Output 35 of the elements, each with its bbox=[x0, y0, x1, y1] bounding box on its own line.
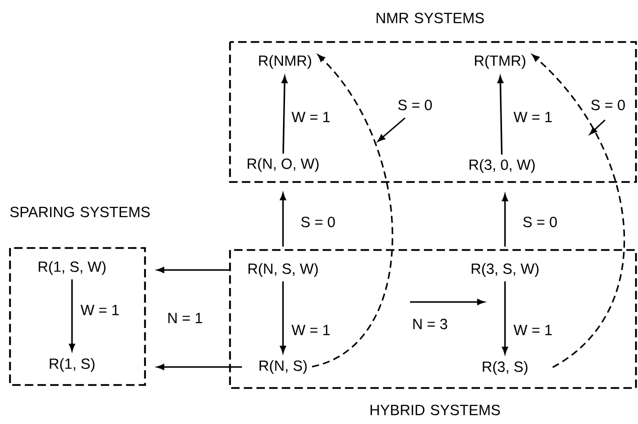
node-label: NMR SYSTEMS bbox=[376, 12, 484, 24]
node-label: SPARING SYSTEMS bbox=[10, 206, 150, 218]
reliability-term: R(N, S) bbox=[260, 360, 307, 374]
arrow bbox=[156, 364, 242, 370]
arrow bbox=[280, 281, 286, 354]
arrow bbox=[280, 192, 286, 247]
reliability-term: R(1, S) bbox=[50, 358, 94, 372]
edge-label: W = 1 bbox=[292, 112, 330, 122]
edge-label: W = 1 bbox=[292, 324, 330, 336]
edge-label: S = 0 bbox=[523, 216, 557, 228]
arrow bbox=[502, 281, 508, 354]
arrow bbox=[532, 54, 625, 368]
edge-label: S = 0 bbox=[591, 100, 625, 110]
reliability-term: R(N, O, W) bbox=[248, 158, 319, 172]
condition-label: N = 3 bbox=[413, 318, 448, 330]
edge-label: W = 1 bbox=[80, 304, 119, 316]
reliability-term: R(3, S, W) bbox=[472, 263, 538, 277]
condition-label: N = 1 bbox=[168, 312, 202, 324]
arrow bbox=[69, 279, 75, 352]
reliability-term: R(3, 0, W) bbox=[470, 159, 535, 173]
arrow bbox=[497, 76, 504, 155]
reliability-term: R(N, S, W) bbox=[248, 263, 318, 277]
arrow bbox=[282, 76, 288, 154]
reliability-term: R(1, S, W) bbox=[38, 261, 106, 275]
edge-label: S = 0 bbox=[398, 100, 432, 110]
arrow bbox=[156, 267, 231, 273]
arrow bbox=[502, 194, 508, 247]
reliability-term: R(3, S) bbox=[482, 361, 528, 375]
reliability-term: R(TMR) bbox=[474, 55, 526, 69]
reliability-term: R(NMR) bbox=[259, 55, 312, 69]
edge-label: W = 1 bbox=[514, 324, 552, 336]
edge-label: S = 0 bbox=[301, 216, 335, 228]
edge-label: W = 1 bbox=[514, 112, 552, 122]
arrow bbox=[312, 54, 394, 368]
node-label: HYBRID SYSTEMS bbox=[370, 404, 500, 416]
